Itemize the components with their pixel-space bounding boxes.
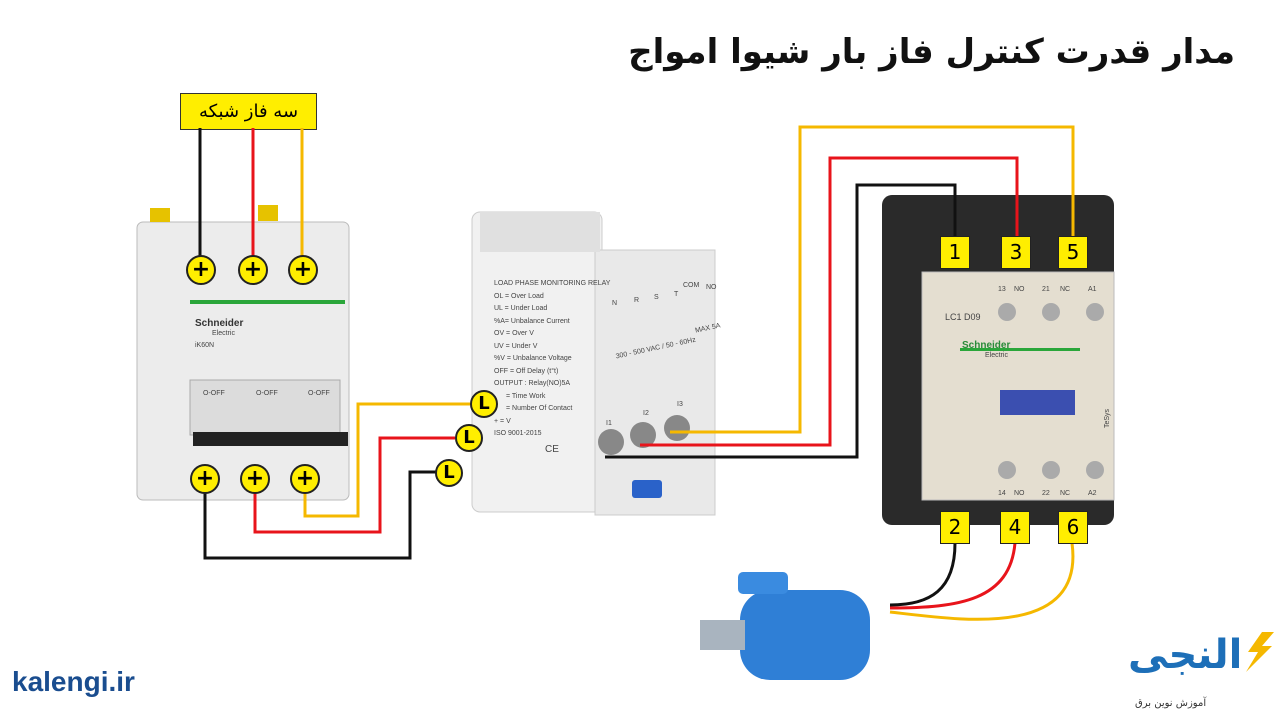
contactor-term-13: 13 xyxy=(998,286,1006,293)
relay-ct-2: I2 xyxy=(643,410,649,417)
breaker-switch-1: O-OFF xyxy=(203,390,225,397)
contactor xyxy=(882,195,1115,525)
relay-legend-line: = Time Work xyxy=(506,392,546,400)
relay-legend-line: OUTPUT : Relay(NO)5A xyxy=(494,380,571,387)
terminal-number-6: 6 xyxy=(1058,511,1088,544)
wire-out-black xyxy=(203,470,436,560)
relay-legend-line: %A= Unbalance Current xyxy=(494,317,570,325)
relay-terminal-n: N xyxy=(612,300,618,307)
terminal-number-5: 5 xyxy=(1058,236,1088,269)
contactor-term-nc: NC xyxy=(1060,286,1071,293)
alanji-tagline: آموزش نوین برق xyxy=(1135,698,1207,709)
grid-three-phase-label: سه فاز شبکه xyxy=(180,93,317,130)
contactor-term-no: NO xyxy=(1014,286,1025,293)
contactor-term-14: 14 xyxy=(998,490,1006,497)
breaker-terminal-bottom-3: + xyxy=(290,464,320,494)
relay-terminal-com: COM xyxy=(683,282,700,289)
phase-monitoring-relay xyxy=(471,211,716,516)
contactor-term-nc-bottom: NC xyxy=(1060,490,1071,497)
contactor-term-no-bottom: NO xyxy=(1014,490,1025,497)
contactor-term-a1: A1 xyxy=(1088,286,1097,293)
kalengi-logo: kalengi.ir xyxy=(12,666,135,697)
contactor-brand-sub: Electric xyxy=(985,352,1008,359)
terminal-number-1: 1 xyxy=(940,236,970,269)
relay-legend-line: UL = Under Load xyxy=(494,305,548,312)
breaker-model: iK60N xyxy=(195,342,215,349)
relay-legend-line: = Number Of Contact xyxy=(506,405,573,412)
terminal-number-3: 3 xyxy=(1001,236,1031,269)
relay-terminal-s: S xyxy=(654,294,659,301)
contactor-model: LC1 D09 xyxy=(945,312,981,322)
breaker-terminal-top-3: + xyxy=(288,255,318,285)
wire-ct-black xyxy=(605,183,957,459)
l-terminal-label-3: L xyxy=(435,459,463,487)
circuit-breaker xyxy=(136,205,350,501)
terminal-number-2: 2 xyxy=(940,511,970,544)
relay-legend-line: + = V xyxy=(494,417,511,425)
relay-legend: LOAD PHASE MONITORING RELAY OL = Over Lo… xyxy=(494,278,610,441)
breaker-terminal-top-1: + xyxy=(186,255,216,285)
electric-motor xyxy=(700,572,870,680)
wire-out-red xyxy=(253,436,455,534)
wire-motor-red xyxy=(889,542,1017,610)
wire-motor-yellow xyxy=(889,542,1075,621)
wire-out-yellow xyxy=(303,402,470,518)
breaker-terminal-top-2: + xyxy=(238,255,268,285)
contactor-term-22: 22 xyxy=(1042,490,1050,497)
l-terminal-label-2: L xyxy=(455,424,483,452)
page-title: مدار قدرت کنترل فاز بار شیوا امواج xyxy=(628,32,1235,72)
relay-terminal-t: T xyxy=(674,291,679,298)
contactor-term-a2: A2 xyxy=(1088,490,1097,497)
breaker-switch-3: O-OFF xyxy=(308,390,330,397)
relay-ct-1: I1 xyxy=(606,420,612,427)
relay-legend-line: UV = Under V xyxy=(494,342,538,350)
breaker-brand: Schneider xyxy=(195,318,244,329)
relay-terminal-no: NO xyxy=(706,284,717,291)
relay-legend-line: OL = Over Load xyxy=(494,292,544,300)
breaker-brand-sub: Electric xyxy=(212,330,235,337)
relay-legend-line: OFF = Off Delay (t°t) xyxy=(494,367,559,375)
contactor-brand: Schneider xyxy=(962,340,1011,351)
contactor-series: TeSys xyxy=(1104,408,1112,429)
relay-terminal-r: R xyxy=(634,297,640,304)
wire-ct-yellow xyxy=(670,125,1075,434)
relay-legend-line: LOAD PHASE MONITORING RELAY xyxy=(494,280,611,287)
wire-ct-red xyxy=(640,156,1019,447)
breaker-terminal-bottom-2: + xyxy=(240,464,270,494)
l-terminal-label-1: L xyxy=(470,390,498,418)
breaker-switch-2: O-OFF xyxy=(256,390,278,397)
alanji-logo: النجی xyxy=(1128,632,1243,678)
ce-mark: CE xyxy=(545,444,559,455)
relay-legend-line: %V = Unbalance Voltage xyxy=(494,355,572,362)
relay-legend-line: OV = Over V xyxy=(494,330,534,337)
wire-motor-black xyxy=(889,542,957,607)
relay-ct-3: I3 xyxy=(677,401,683,408)
relay-legend-line: ISO 9001-2015 xyxy=(494,430,542,437)
terminal-number-4: 4 xyxy=(1000,511,1030,544)
breaker-terminal-bottom-1: + xyxy=(190,464,220,494)
contactor-term-21: 21 xyxy=(1042,286,1050,293)
